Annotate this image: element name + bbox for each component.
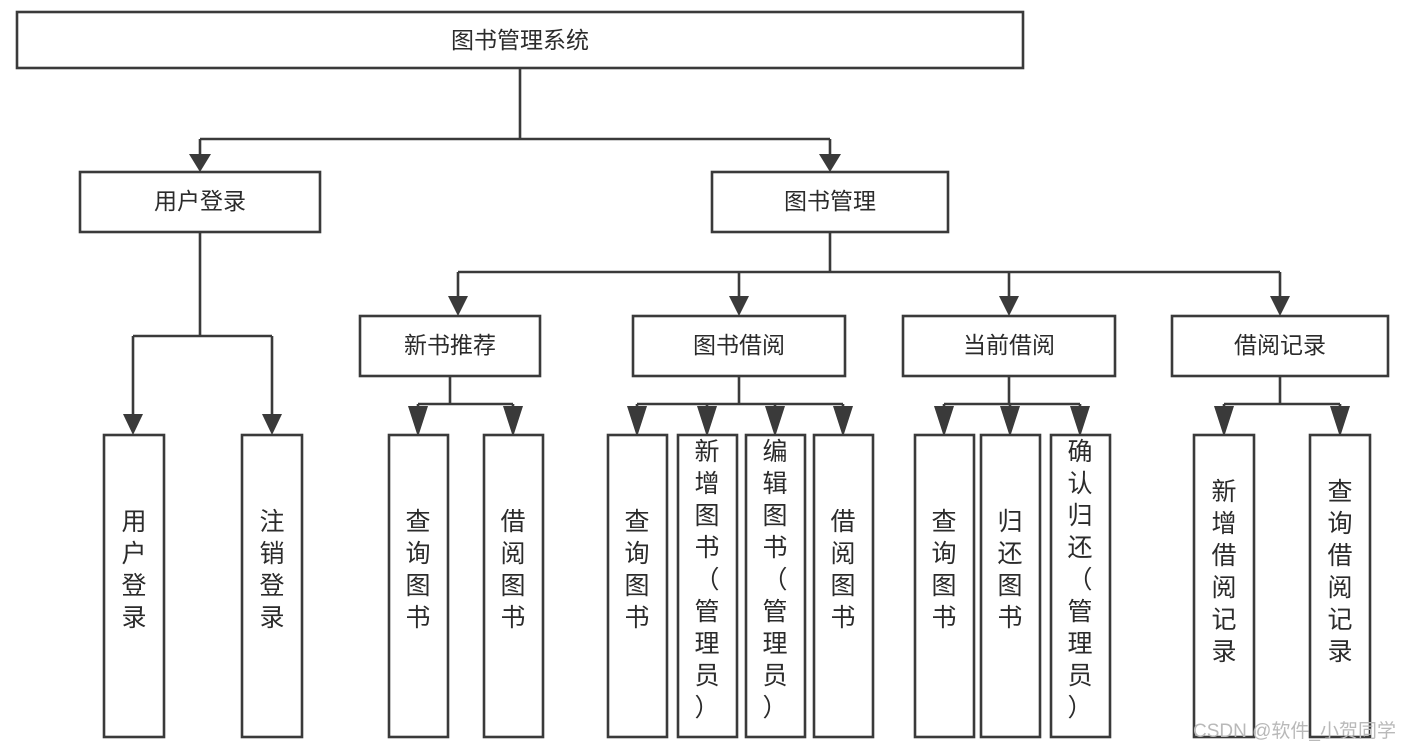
- arrowhead-icon: [765, 406, 785, 437]
- connector-newbook-bus: [416, 376, 515, 421]
- connector-bookmgmt-bus: [456, 232, 1282, 300]
- leaf-box[interactable]: [979, 433, 1042, 739]
- arrowhead-icon: [123, 414, 143, 435]
- leaf-new-book-recommend-0[interactable]: 查询图书: [387, 433, 450, 739]
- node-borrow-record-box[interactable]: [1170, 314, 1390, 378]
- arrowhead-icon: [448, 296, 468, 316]
- csdn-watermark: CSDN @软件_小贺同学: [1193, 720, 1396, 742]
- arrowhead-icon: [697, 406, 717, 437]
- arrowhead-icon: [934, 406, 954, 437]
- leaf-book-borrow-0[interactable]: 查询图书: [606, 433, 669, 739]
- leaf-current-borrow-2[interactable]: 确认归还（管理员）: [1049, 433, 1112, 739]
- node-new-book-recommend-label: 新书推荐: [404, 332, 496, 358]
- leaf-box[interactable]: [913, 433, 976, 739]
- leaf-box[interactable]: [812, 433, 875, 739]
- leaf-current-borrow-0[interactable]: 查询图书: [913, 433, 976, 739]
- leaf-new-book-recommend-1[interactable]: 借阅图书: [482, 433, 545, 739]
- leaf-box[interactable]: [676, 433, 739, 739]
- leaf-label: 借阅图书: [500, 508, 525, 632]
- node-current-borrow-box[interactable]: [901, 314, 1117, 378]
- leaf-borrow-record-1[interactable]: 查询借阅记录: [1308, 433, 1372, 739]
- node-user-login[interactable]: 用户登录: [78, 170, 322, 234]
- leaf-box[interactable]: [1308, 433, 1372, 739]
- leaf-label: 查询图书: [931, 508, 956, 632]
- node-borrow-record[interactable]: 借阅记录: [1170, 314, 1390, 378]
- leaf-box[interactable]: [744, 433, 807, 739]
- arrowhead-icon: [1270, 296, 1290, 316]
- leaf-label: 借阅图书: [830, 508, 855, 632]
- leaf-label: 注销登录: [259, 508, 284, 632]
- leaf-user-login-0[interactable]: 用户登录: [102, 433, 166, 739]
- node-root[interactable]: 图书管理系统: [15, 10, 1025, 70]
- leaf-borrow-record-0[interactable]: 新增借阅记录: [1192, 433, 1256, 739]
- leaf-label: 查询图书: [624, 508, 649, 632]
- leaf-book-borrow-2[interactable]: 编辑图书（管理员）: [744, 433, 807, 739]
- arrowhead-icon: [503, 406, 523, 437]
- node-book-management[interactable]: 图书管理: [710, 170, 950, 234]
- node-current-borrow-label: 当前借阅: [963, 332, 1055, 358]
- leaf-label: 查询图书: [405, 508, 430, 632]
- leaf-label: 归还图书: [997, 508, 1022, 632]
- node-root-label: 图书管理系统: [451, 27, 589, 53]
- leaf-label: 确认归还（管理员）: [1067, 438, 1092, 722]
- connector-borrowrecord-bus: [1222, 376, 1342, 421]
- connector-bookborrow-bus: [635, 376, 845, 421]
- leaf-box[interactable]: [1049, 433, 1112, 739]
- arrowhead-icon: [408, 406, 428, 437]
- connector-userlogin-bus: [131, 232, 274, 421]
- node-user-login-label: 用户登录: [154, 188, 246, 214]
- node-user-login-box[interactable]: [78, 170, 322, 234]
- arrowhead-icon: [729, 296, 749, 316]
- leaf-book-borrow-1[interactable]: 新增图书（管理员）: [676, 433, 739, 739]
- leaf-label: 新增借阅记录: [1211, 478, 1236, 666]
- arrowhead-icon: [262, 414, 282, 435]
- leaf-box[interactable]: [606, 433, 669, 739]
- leaf-box[interactable]: [102, 433, 166, 739]
- node-current-borrow[interactable]: 当前借阅: [901, 314, 1117, 378]
- leaf-label: 查询借阅记录: [1327, 478, 1352, 666]
- arrowhead-icon: [627, 406, 647, 437]
- leaf-label: 编辑图书（管理员）: [762, 438, 787, 722]
- connector-root-trunk: [198, 68, 832, 158]
- node-borrow-record-label: 借阅记录: [1234, 332, 1326, 358]
- node-new-book-recommend[interactable]: 新书推荐: [358, 314, 542, 378]
- node-book-borrow[interactable]: 图书借阅: [631, 314, 847, 378]
- arrowhead-icon: [819, 154, 841, 172]
- leaf-box[interactable]: [387, 433, 450, 739]
- arrowhead-icon: [999, 296, 1019, 316]
- connector-layer: [131, 68, 1342, 421]
- arrowhead-icon: [189, 154, 211, 172]
- node-book-borrow-label: 图书借阅: [693, 332, 785, 358]
- leaf-box[interactable]: [1192, 433, 1256, 739]
- arrowhead-icon: [1070, 406, 1090, 437]
- node-book-management-label: 图书管理: [784, 188, 876, 214]
- leaf-box[interactable]: [240, 433, 304, 739]
- leaf-book-borrow-3[interactable]: 借阅图书: [812, 433, 875, 739]
- arrowhead-icon: [833, 406, 853, 437]
- node-book-borrow-box[interactable]: [631, 314, 847, 378]
- node-new-book-recommend-box[interactable]: [358, 314, 542, 378]
- leaf-label: 新增图书（管理员）: [694, 438, 719, 722]
- node-root-box[interactable]: [15, 10, 1025, 70]
- arrowhead-icon: [1000, 406, 1020, 437]
- arrowhead-layer: [123, 154, 1350, 437]
- leaf-box[interactable]: [482, 433, 545, 739]
- leaf-user-login-1[interactable]: 注销登录: [240, 433, 304, 739]
- arrowhead-icon: [1330, 406, 1350, 437]
- arrowhead-icon: [1214, 406, 1234, 437]
- node-book-management-box[interactable]: [710, 170, 950, 234]
- leaf-label: 用户登录: [121, 508, 146, 632]
- leaf-current-borrow-1[interactable]: 归还图书: [979, 433, 1042, 739]
